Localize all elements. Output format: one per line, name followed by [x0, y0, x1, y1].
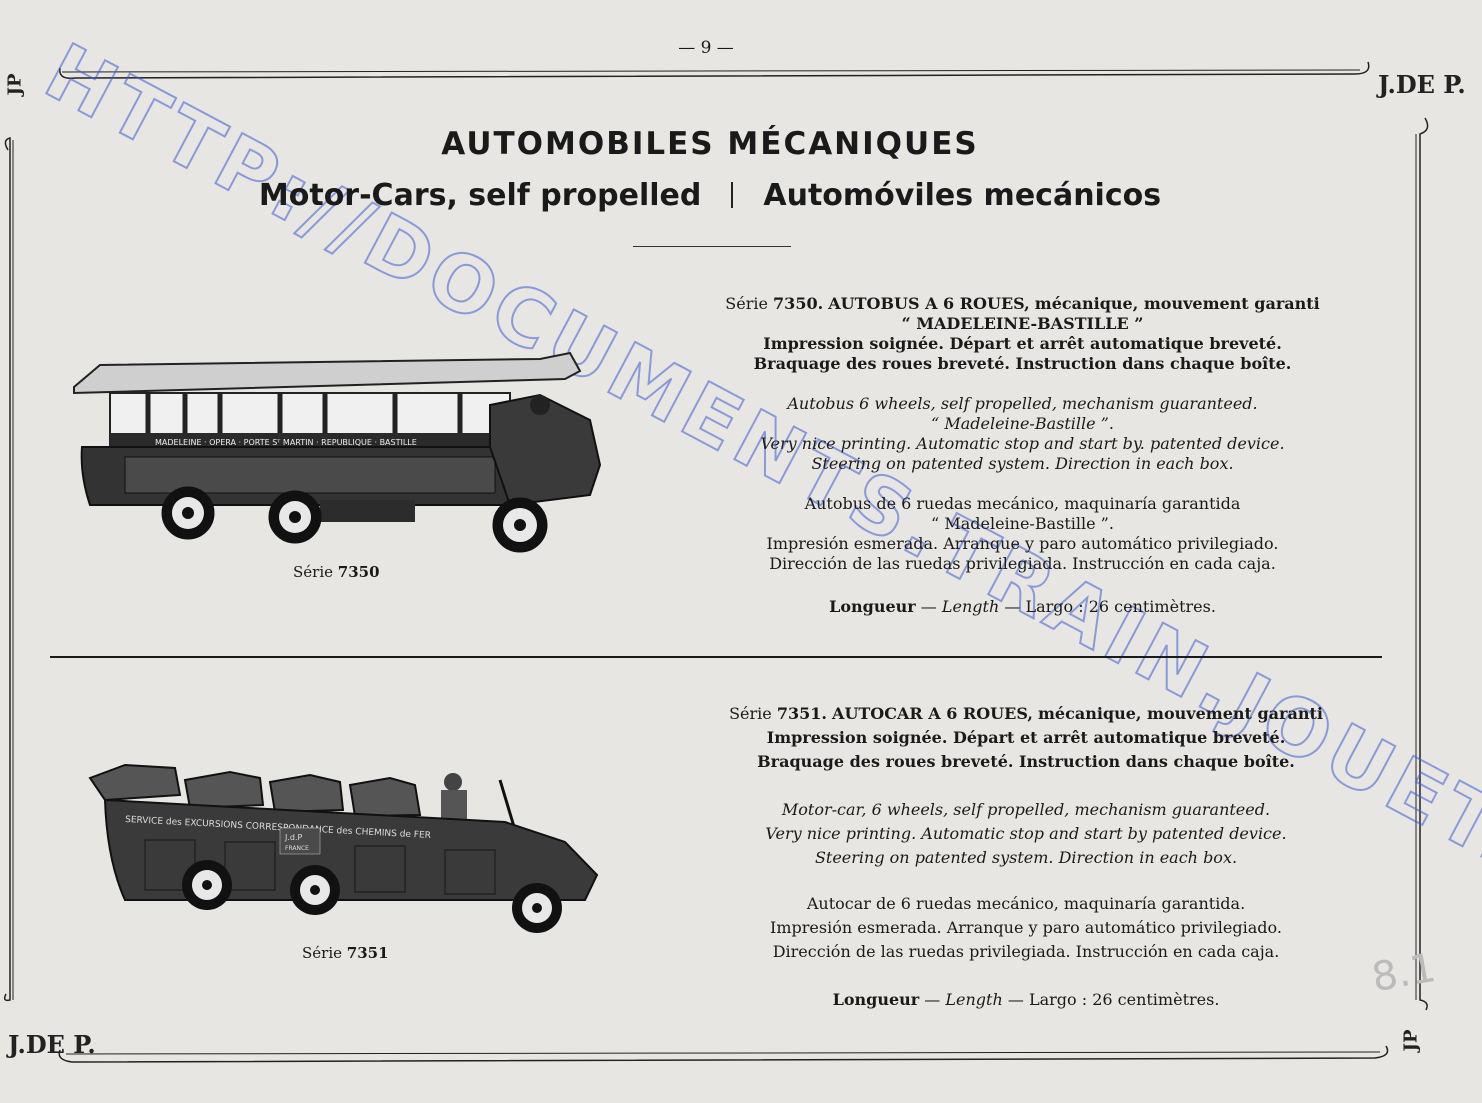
length-en: Length [945, 990, 1003, 1009]
es-line-1: Autobus de 6 ruedas mecánico, maquinaría… [804, 494, 1241, 513]
length-es: Largo [1025, 597, 1074, 616]
length-line: Longueur — Length — Largo : 26 centimètr… [829, 597, 1216, 616]
page-title: AUTOMOBILES MÉCANIQUES [441, 126, 979, 162]
length-fr: Longueur [829, 597, 916, 616]
en-line-4: Steering on patented system. Direction i… [811, 454, 1234, 473]
fr-heading: Série 7350. AUTOBUS A 6 ROUES, mécanique… [630, 294, 1415, 314]
product-desc: mécanique, mouvement garanti [1037, 704, 1323, 723]
page-number: — 9 — [678, 38, 734, 58]
caption-prefix: Série [293, 563, 333, 581]
caption-prefix: Série [302, 944, 342, 962]
fr-heading: Série 7351. AUTOCAR A 6 ROUES, mécanique… [630, 702, 1422, 726]
section-divider [50, 656, 1382, 658]
es-line-4: Dirección de las ruedas privilegiada. In… [769, 554, 1276, 573]
length-es: Largo [1028, 990, 1077, 1009]
autocar-7351-illustration: SERVICE des EXCURSIONS CORRESPONDANCE de… [88, 763, 599, 933]
es-line-1: Autocar de 6 ruedas mecánico, maquinaría… [806, 894, 1246, 913]
caption-number: 7351 [346, 944, 389, 962]
fr-line-4: Braquage des roues breveté. Instruction … [753, 354, 1292, 373]
monogram-bottom-left: J.DE P. [8, 1030, 96, 1059]
es-line-3: Impresión esmerada. Arranque y paro auto… [766, 534, 1279, 553]
page-subtitle: Motor-Cars, self propelled Automóviles me… [0, 178, 1420, 213]
length-value: : 26 centimètres. [1078, 597, 1216, 616]
item-7350-description: Série 7350. AUTOBUS A 6 ROUES, mécanique… [630, 294, 1415, 617]
monogram-bottom-right: JP [1400, 1029, 1422, 1052]
caption-number: 7350 [337, 563, 380, 581]
bus-route-sign: MADELEINE · OPERA · PORTE Sᵀ MARTIN · RE… [155, 438, 417, 447]
fr-line-2: Impression soignée. Départ et arrêt auto… [766, 728, 1286, 747]
series-label: Série [725, 294, 768, 313]
bus-7350-illustration: MADELEINE · OPERA · PORTE Sᵀ MARTIN · RE… [73, 351, 602, 553]
es-line-3: Dirección de las ruedas privilegiada. In… [772, 942, 1280, 961]
product-name: AUTOBUS A 6 ROUES, [828, 294, 1030, 313]
es-line-2: “ Madeleine-Bastille ”. [931, 514, 1114, 533]
fr-line-3: Braquage des roues breveté. Instruction … [757, 752, 1295, 771]
fr-line-2: “ MADELEINE-BASTILLE ” [901, 314, 1144, 333]
monogram-top-right: J.DE P. [1378, 70, 1466, 99]
series-number: 7351. [776, 704, 827, 723]
length-line: Longueur — Length — Largo : 26 centimètr… [832, 990, 1220, 1009]
autocar-plate-1: J.d.P [284, 833, 303, 842]
autocar-plate-2: FRANCE [285, 845, 309, 852]
en-line-2: Very nice printing. Automatic stop and s… [765, 824, 1287, 843]
bus-7350-caption: Série 7350 [293, 563, 380, 581]
subtitle-english: Motor-Cars, self propelled [258, 178, 702, 213]
product-desc: mécanique, mouvement garanti [1034, 294, 1320, 313]
es-line-2: Impresión esmerada. Arranque y paro auto… [770, 918, 1282, 937]
item-7351-description: Série 7351. AUTOCAR A 6 ROUES, mécanique… [630, 702, 1422, 1012]
series-label: Série [729, 704, 772, 723]
subtitle-separator [731, 182, 734, 208]
length-value: : 26 centimètres. [1081, 990, 1220, 1009]
en-line-2: “ Madeleine-Bastille ”. [931, 414, 1114, 433]
length-fr: Longueur [832, 990, 920, 1009]
en-line-3: Steering on patented system. Direction i… [814, 848, 1238, 867]
en-line-1: Motor-car, 6 wheels, self propelled, mec… [781, 800, 1271, 819]
title-rule [633, 246, 791, 247]
series-number: 7350. [773, 294, 824, 313]
autocar-7351-caption: Série 7351 [302, 944, 389, 962]
subtitle-spanish: Automóviles mecánicos [763, 178, 1162, 213]
length-en: Length [941, 597, 1000, 616]
fr-line-3: Impression soignée. Départ et arrêt auto… [763, 334, 1282, 353]
product-name: AUTOCAR A 6 ROUES, [832, 704, 1033, 723]
monogram-top-left: JP [4, 73, 26, 96]
en-line-3: Very nice printing. Automatic stop and s… [760, 434, 1285, 453]
en-line-1: Autobus 6 wheels, self propelled, mechan… [787, 394, 1258, 413]
